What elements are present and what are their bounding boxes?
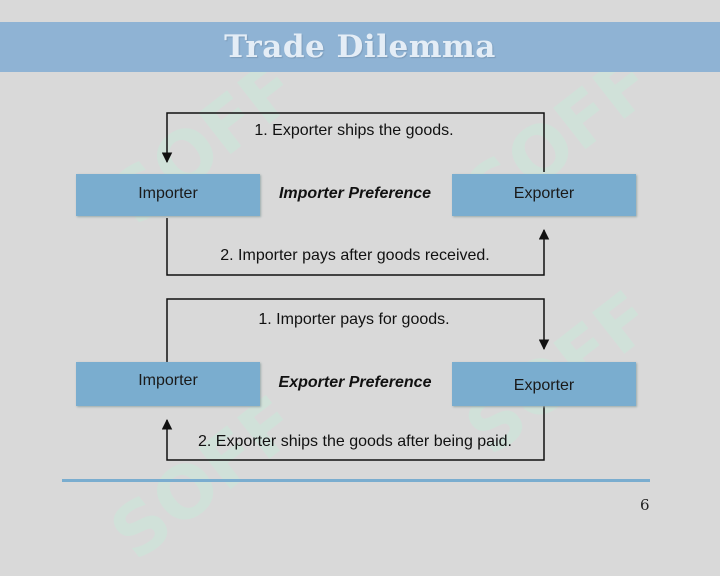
- page-number: 6: [640, 496, 650, 514]
- top-importer-label: Importer: [138, 185, 198, 202]
- bottom-diagram-step1-label: 1. Importer pays for goods.: [258, 311, 450, 328]
- bottom-exporter-label: Exporter: [513, 377, 575, 394]
- bottom-importer-box: Importer: [76, 362, 260, 406]
- bottom-importer-label: Importer: [138, 372, 198, 389]
- top-diagram-step2-label: 2. Importer pays after goods received.: [220, 247, 490, 264]
- arrow-bottom-exporter-to-importer: [161, 406, 545, 461]
- exporter-preference-label: Exporter Preference: [278, 374, 432, 391]
- top-exporter-label: Exporter: [513, 185, 575, 202]
- importer-preference-label: Importer Preference: [278, 185, 432, 202]
- arrow-bottom-importer-to-exporter: [166, 218, 550, 276]
- connector-lines: [161, 112, 550, 461]
- footer-divider: [62, 479, 650, 482]
- arrow-top-importer-to-exporter: [166, 298, 550, 362]
- bottom-exporter-box: Exporter: [452, 362, 636, 406]
- top-diagram-step1-label: 1. Exporter ships the goods.: [254, 122, 454, 139]
- top-importer-box: Importer: [76, 174, 260, 216]
- arrow-top-exporter-to-importer: [161, 112, 545, 172]
- bottom-diagram-step2-label: 2. Exporter ships the goods after being …: [198, 433, 512, 450]
- slide-title: Trade Dilemma: [224, 29, 496, 65]
- top-exporter-box: Exporter: [452, 174, 636, 216]
- title-bar: Trade Dilemma: [0, 22, 720, 72]
